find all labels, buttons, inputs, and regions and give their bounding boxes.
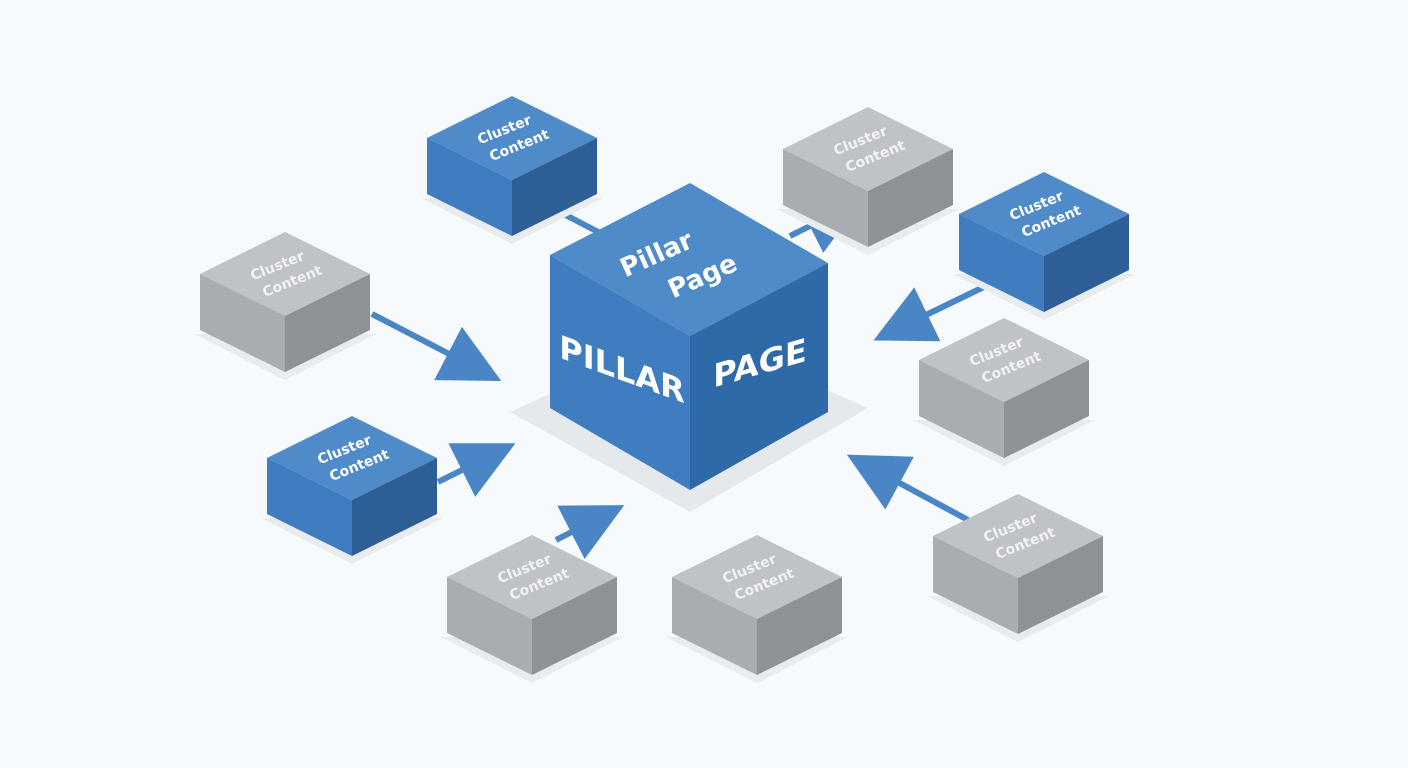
cube-right-face — [532, 577, 617, 675]
cube-right-face — [757, 577, 842, 675]
arrow-left-lower — [436, 443, 516, 497]
arrow-right-lower — [846, 454, 970, 523]
pillar-left-face — [550, 255, 690, 490]
arrow-left-upper — [370, 311, 502, 382]
cube-left-face — [959, 214, 1044, 312]
arrow-bottom-left — [554, 505, 625, 560]
cube-left-face — [427, 138, 512, 236]
pillar-top-face — [550, 183, 828, 336]
cube-left-face — [267, 458, 352, 556]
cube-right-face — [1044, 214, 1129, 312]
cube-right-face — [512, 138, 597, 236]
pillar-right-face — [690, 263, 828, 490]
cube-left-face — [200, 274, 285, 372]
cube-right-face — [352, 458, 437, 556]
cube-right-face — [285, 274, 370, 372]
pillar-page-cube: Pillar Page PILLAR PAGE — [550, 183, 828, 490]
cube-right-face — [1018, 536, 1103, 634]
cube-right-face — [1004, 360, 1089, 458]
cube-left-face — [447, 577, 532, 675]
cube-left-face — [783, 149, 868, 247]
arrow-right-upper — [873, 281, 992, 342]
cube-right-face — [868, 149, 953, 247]
cube-left-face — [933, 536, 1018, 634]
cube-left-face — [919, 360, 1004, 458]
cube-left-face — [672, 577, 757, 675]
